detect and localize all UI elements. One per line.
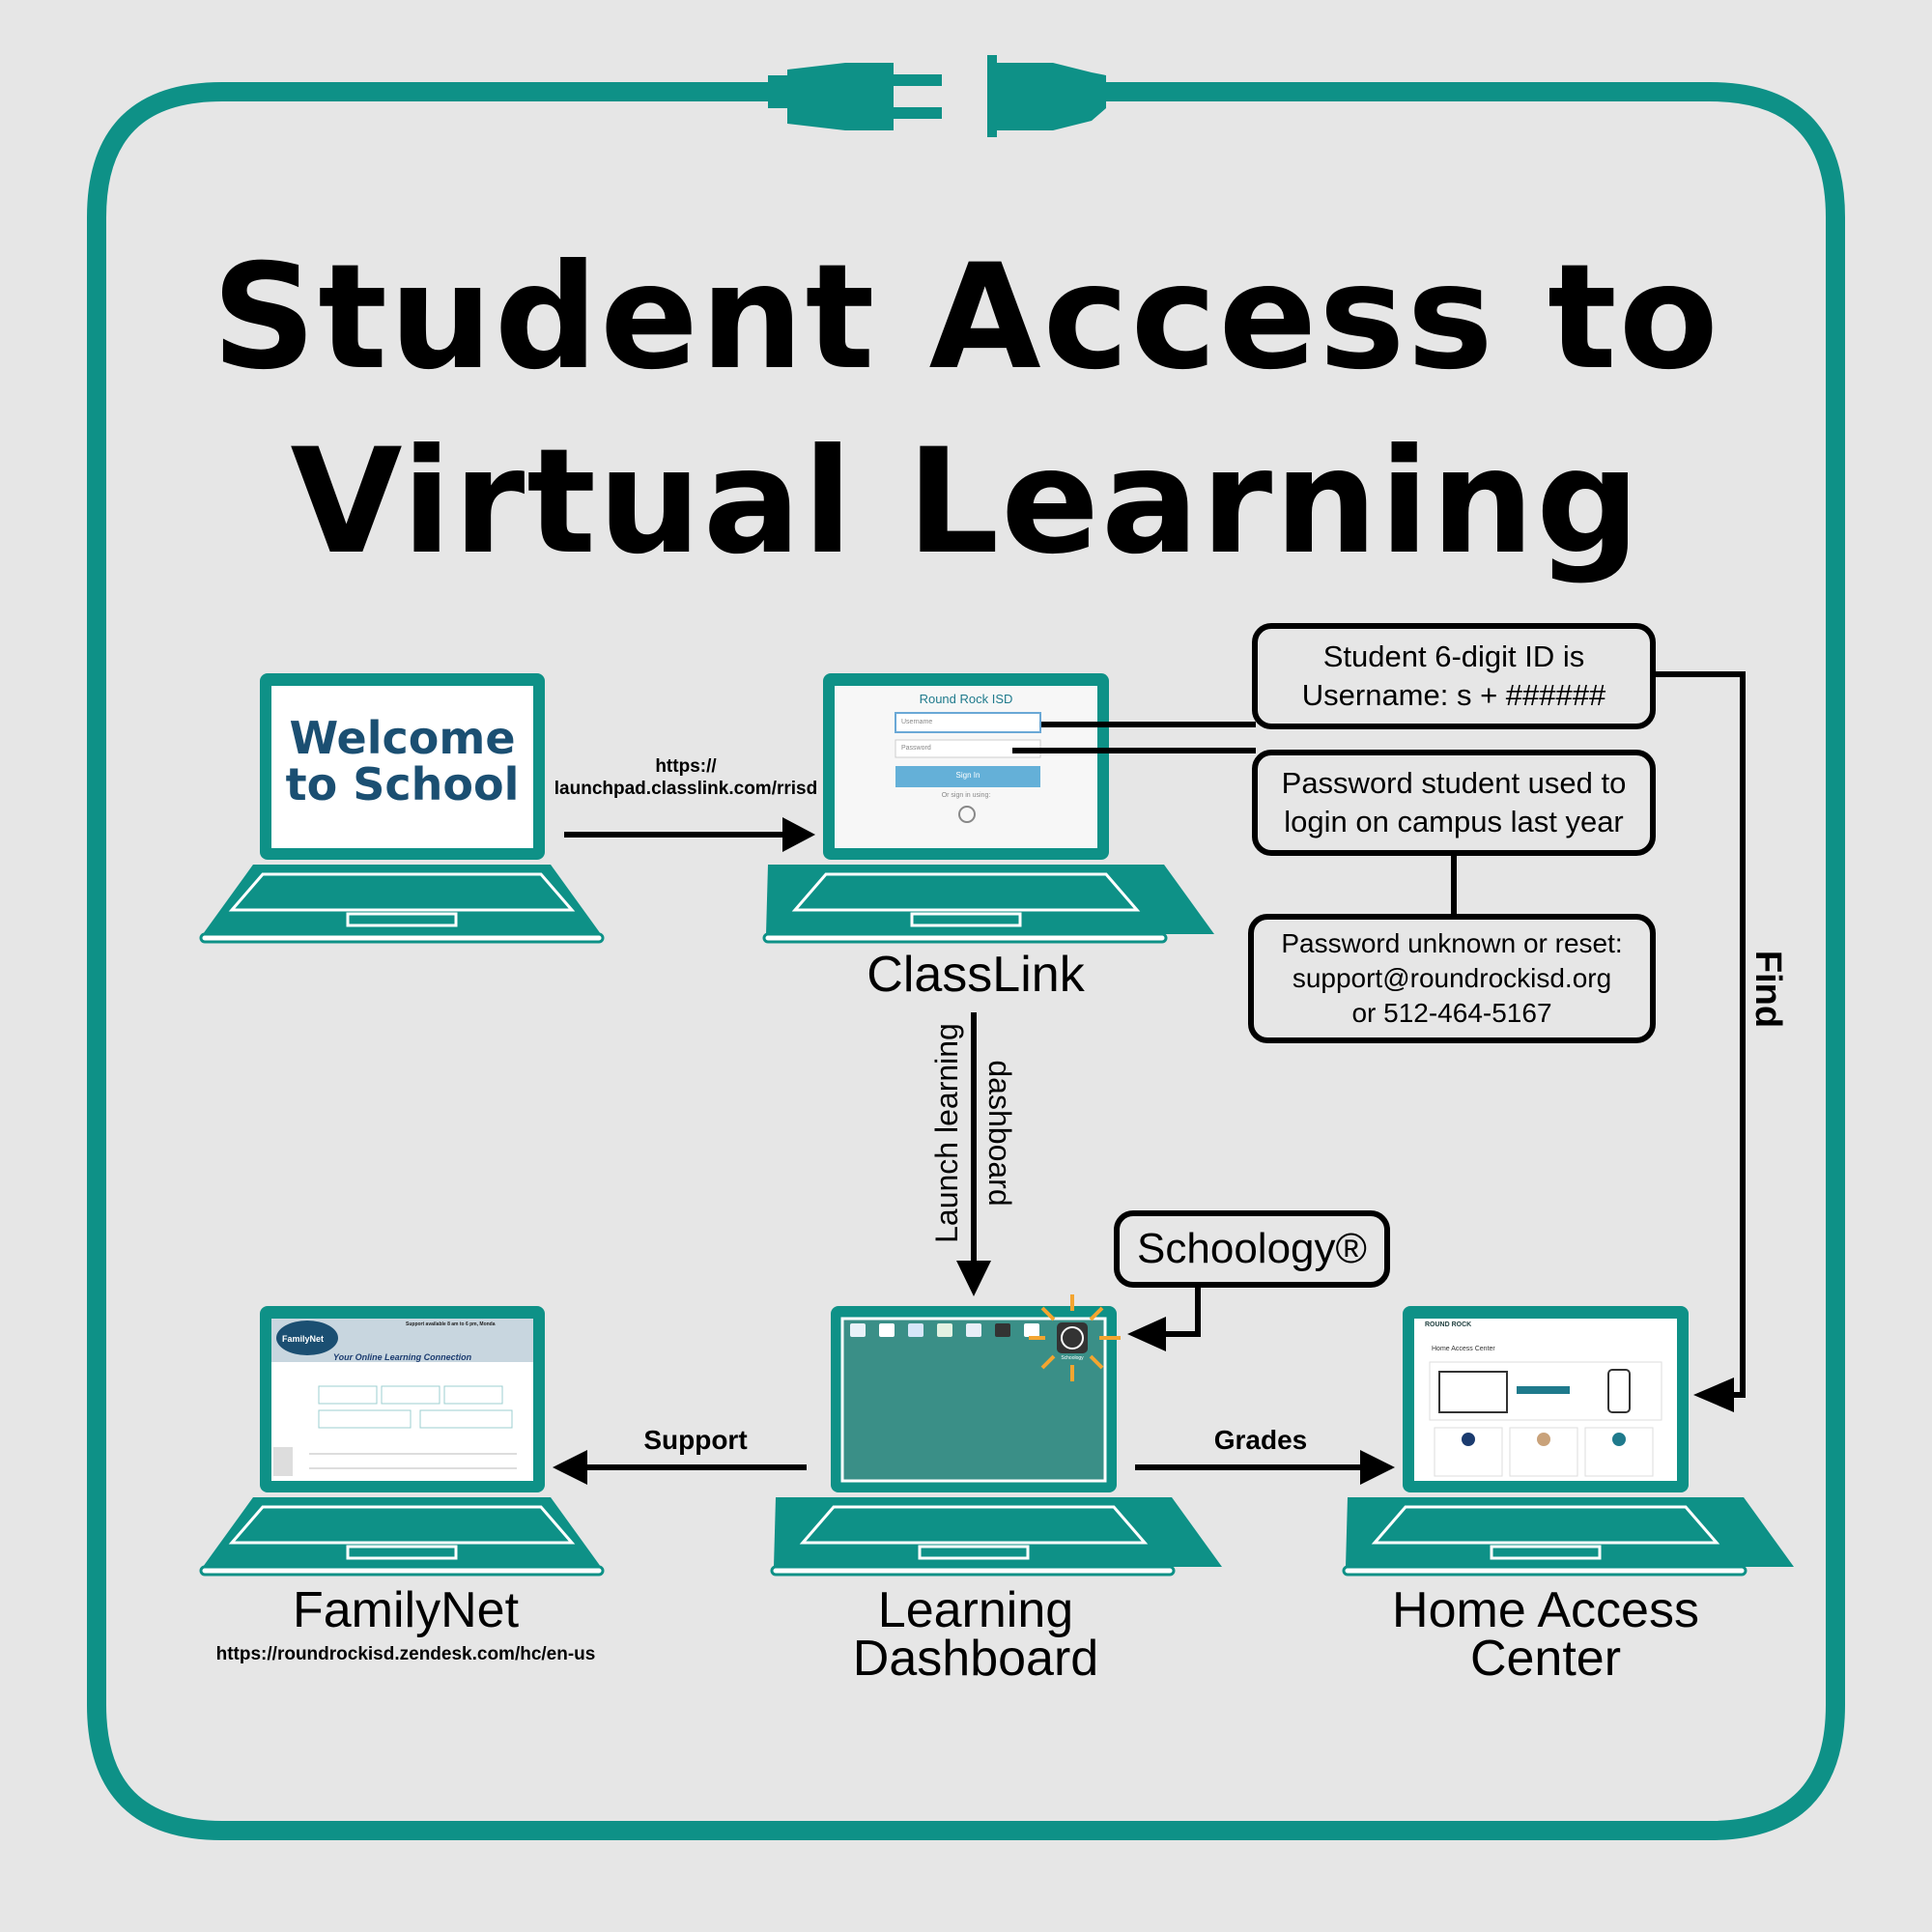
hac-label-line2: Center: [1469, 1631, 1622, 1687]
plug-icon: [768, 63, 942, 130]
username-box: Student 6-digit ID is Username: s + ####…: [1252, 623, 1656, 729]
familynet-label: FamilyNet: [292, 1582, 520, 1638]
hac-label: Home Access Center: [1343, 1582, 1748, 1687]
username-field[interactable]: Username: [901, 719, 933, 725]
schoology-text: Schoology®: [1137, 1225, 1367, 1272]
laptop-dashboard: [770, 1306, 1222, 1577]
password-text: Password student used to login on campus…: [1281, 766, 1627, 838]
laptop-welcome: [199, 673, 605, 944]
laptop-classlink: [762, 673, 1214, 944]
hac-label-line1: Home Access: [1392, 1582, 1699, 1638]
familynet-logo: FamilyNet: [282, 1334, 325, 1344]
familynet-url[interactable]: https://roundrockisd.zendesk.com/hc/en-u…: [215, 1644, 596, 1664]
classlink-label: ClassLink: [867, 947, 1085, 1003]
classlink-url-label[interactable]: https:// launchpad.classlink.com/rrisd: [554, 756, 818, 799]
reset-text[interactable]: Password unknown or reset: support@round…: [1281, 928, 1623, 1028]
hac-logo: ROUND ROCK: [1425, 1321, 1472, 1328]
schoology-box: Schoology®: [1114, 1210, 1390, 1288]
launch-label-line1: Launch learning: [929, 1023, 964, 1243]
laptop-familynet: [199, 1306, 605, 1577]
support-label: Support: [643, 1425, 748, 1455]
schoology-icon: [1029, 1294, 1121, 1381]
find-label: Find: [1747, 950, 1788, 1029]
familynet-heading: Your Online Learning Connection: [332, 1352, 472, 1362]
welcome-line2: to School: [285, 758, 520, 810]
socket-icon: [987, 55, 1106, 137]
or-sign-in-text: Or sign in using:: [941, 792, 991, 799]
welcome-line1: Welcome: [289, 712, 516, 764]
arrow-icon: [564, 671, 1746, 1470]
frame: [87, 82, 1845, 1840]
page-title-line2: Virtual Learning: [290, 418, 1642, 586]
page-title-line1: Student Access to: [212, 234, 1720, 402]
launch-label-line2: dashboard: [982, 1060, 1017, 1207]
classlink-screen-title: Round Rock ISD: [919, 692, 1013, 706]
arrowheads: [553, 817, 1734, 1485]
sign-in-button[interactable]: Sign In: [955, 771, 980, 780]
password-field[interactable]: Password: [901, 745, 931, 752]
hac-heading: Home Access Center: [1432, 1346, 1495, 1352]
schoology-tile-label[interactable]: Schoology: [1061, 1355, 1084, 1361]
familynet-banner: Support available 8 am to 6 pm, Monda: [406, 1321, 496, 1327]
dashboard-label-line2: Dashboard: [852, 1631, 1099, 1687]
dashboard-label-line1: Learning: [877, 1582, 1074, 1638]
laptop-hac: [1342, 1306, 1794, 1577]
grades-label: Grades: [1213, 1425, 1308, 1455]
welcome-screen-text: Welcome to School: [271, 715, 533, 808]
username-text: Student 6-digit ID is Username: s + ####…: [1301, 639, 1606, 712]
reset-box: Password unknown or reset: support@round…: [1248, 914, 1656, 1043]
dashboard-label: Learning Dashboard: [773, 1582, 1179, 1687]
password-box: Password student used to login on campus…: [1252, 750, 1656, 856]
